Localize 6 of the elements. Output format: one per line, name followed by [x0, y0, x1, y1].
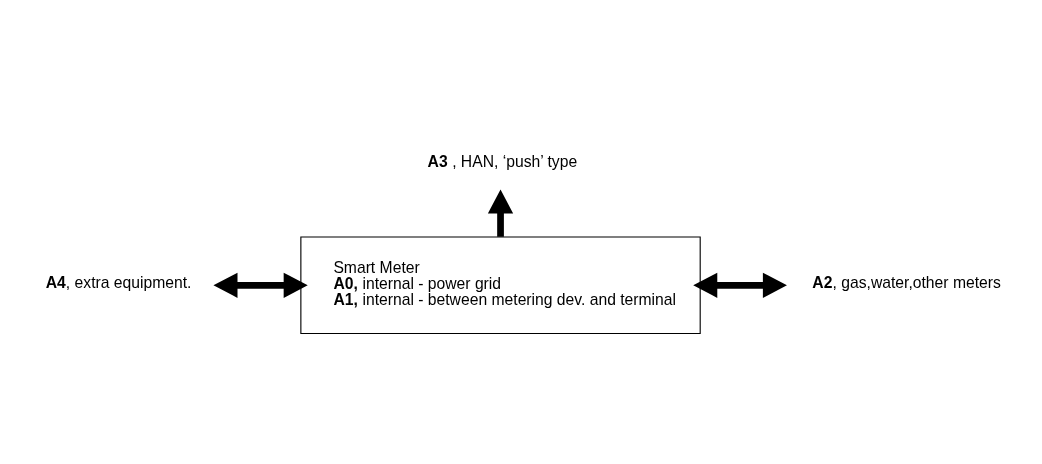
node-text: A3 , HAN, ‘push’ type: [427, 152, 578, 170]
arrow: [693, 272, 787, 298]
arrow: [213, 272, 308, 298]
node-text: A4, extra equipment.: [45, 274, 192, 292]
node-box: Smart Meter A0, internal - power grid A1, internal - between metering dev. and terminal: [300, 236, 701, 335]
node-text: A2, gas,water,other meters: [812, 274, 1001, 292]
